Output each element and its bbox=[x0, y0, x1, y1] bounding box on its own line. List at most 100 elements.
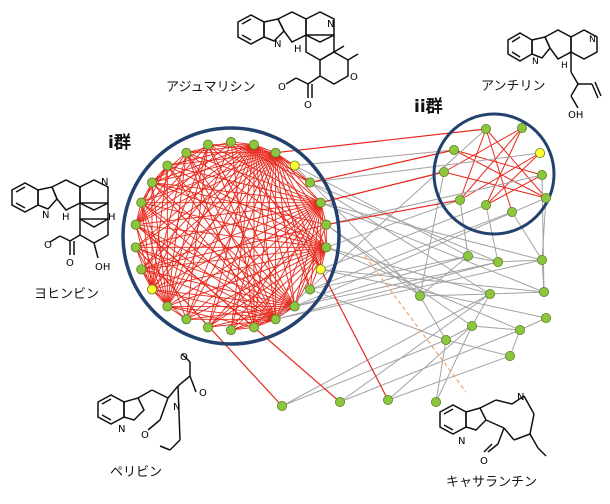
network-edge bbox=[320, 171, 445, 204]
network-edge bbox=[253, 144, 277, 320]
network-node bbox=[484, 288, 495, 299]
network-node bbox=[334, 396, 345, 407]
network-edge bbox=[140, 202, 187, 320]
network-node bbox=[537, 254, 548, 265]
network-node bbox=[305, 284, 316, 295]
network-node bbox=[515, 324, 526, 335]
network-node bbox=[438, 166, 449, 177]
network-node bbox=[225, 325, 236, 336]
network-edge bbox=[207, 318, 276, 328]
ajmalicine-h-text: H bbox=[294, 44, 302, 55]
network-node bbox=[248, 322, 259, 333]
network-edge bbox=[167, 246, 327, 307]
network-edge bbox=[485, 152, 541, 206]
network-edge bbox=[166, 144, 209, 307]
network-node bbox=[414, 290, 425, 301]
network-edge bbox=[471, 325, 521, 331]
network-node bbox=[535, 147, 546, 158]
network-node bbox=[130, 219, 141, 230]
network-node bbox=[537, 169, 548, 180]
network-edge bbox=[459, 152, 541, 201]
network-edge bbox=[309, 255, 469, 290]
network-edge bbox=[485, 174, 543, 206]
network-edge bbox=[151, 182, 276, 320]
antirhine-n-text: N bbox=[589, 35, 596, 45]
network-edge bbox=[485, 127, 523, 206]
network-edge bbox=[497, 259, 543, 263]
catharanthine-o-text: O bbox=[480, 456, 488, 467]
yohimbine-label: ヨヒンビン bbox=[34, 287, 100, 302]
network-edge bbox=[435, 339, 447, 403]
network-edge bbox=[541, 174, 545, 293]
network-edge bbox=[186, 152, 327, 248]
network-node bbox=[492, 256, 503, 267]
network-edge bbox=[320, 202, 543, 261]
network-edge bbox=[135, 224, 295, 307]
network-edge bbox=[135, 246, 276, 320]
antirhine-h-text: H bbox=[561, 61, 568, 71]
network-edge bbox=[141, 268, 276, 320]
network-edge bbox=[541, 197, 547, 261]
network-edge bbox=[320, 268, 545, 293]
network-edge bbox=[275, 152, 322, 203]
network-edge bbox=[485, 128, 547, 199]
network-edge bbox=[141, 268, 295, 307]
network-edge bbox=[326, 246, 521, 331]
network-node bbox=[321, 219, 332, 230]
network-edge bbox=[207, 144, 321, 204]
network-edge bbox=[489, 291, 545, 295]
network-edge bbox=[320, 204, 487, 270]
network-node bbox=[305, 177, 316, 188]
network-node bbox=[504, 350, 515, 361]
network-edge bbox=[186, 305, 295, 320]
network-node bbox=[541, 312, 552, 323]
network-edge bbox=[294, 165, 421, 297]
network-node bbox=[506, 206, 517, 217]
yohimbine-oh-text: OH bbox=[95, 262, 110, 273]
network-node bbox=[517, 123, 528, 134]
network-edge bbox=[387, 355, 511, 401]
ajmalicine-structure bbox=[237, 11, 359, 98]
network-edge bbox=[207, 305, 295, 328]
network-edge bbox=[151, 165, 168, 290]
perivine-nh-text: N bbox=[118, 424, 125, 435]
network-edge bbox=[326, 199, 461, 248]
network-edge bbox=[207, 144, 296, 307]
network-edge bbox=[294, 261, 499, 307]
network-node bbox=[248, 139, 259, 150]
catharanthine-nh-text: N bbox=[458, 436, 465, 447]
perivine-o3-text: O bbox=[180, 352, 188, 363]
network-edge bbox=[419, 255, 469, 297]
network-node bbox=[130, 242, 141, 253]
network-node bbox=[315, 197, 326, 208]
network-node bbox=[539, 286, 550, 297]
network-edge bbox=[281, 293, 491, 407]
network-node bbox=[181, 314, 192, 325]
network-node bbox=[181, 147, 192, 158]
network-node bbox=[480, 124, 491, 135]
network-edge bbox=[275, 152, 296, 307]
group-i-label: i群 bbox=[108, 133, 131, 153]
antirhine-oh-text: OH bbox=[568, 110, 583, 121]
network-edge bbox=[326, 246, 491, 295]
perivine-n-text: N bbox=[173, 402, 180, 413]
network-edge bbox=[339, 329, 521, 403]
network-edge bbox=[166, 141, 232, 307]
network-edge bbox=[166, 152, 276, 307]
network-edge bbox=[309, 211, 513, 290]
network-node bbox=[480, 199, 491, 210]
network-node bbox=[541, 192, 552, 203]
group-ii-label: ii群 bbox=[414, 97, 443, 117]
network-edge bbox=[151, 289, 276, 320]
network-node bbox=[440, 334, 451, 345]
network-edge bbox=[320, 269, 389, 401]
perivine-o-text: O bbox=[141, 430, 149, 441]
network-edge bbox=[167, 165, 327, 248]
network-edge bbox=[135, 202, 321, 248]
yohimbine-o2-text: O bbox=[44, 240, 52, 251]
network-edge bbox=[419, 171, 445, 297]
network-edge bbox=[294, 247, 327, 307]
network-node bbox=[203, 322, 214, 333]
network-edge bbox=[485, 128, 513, 213]
